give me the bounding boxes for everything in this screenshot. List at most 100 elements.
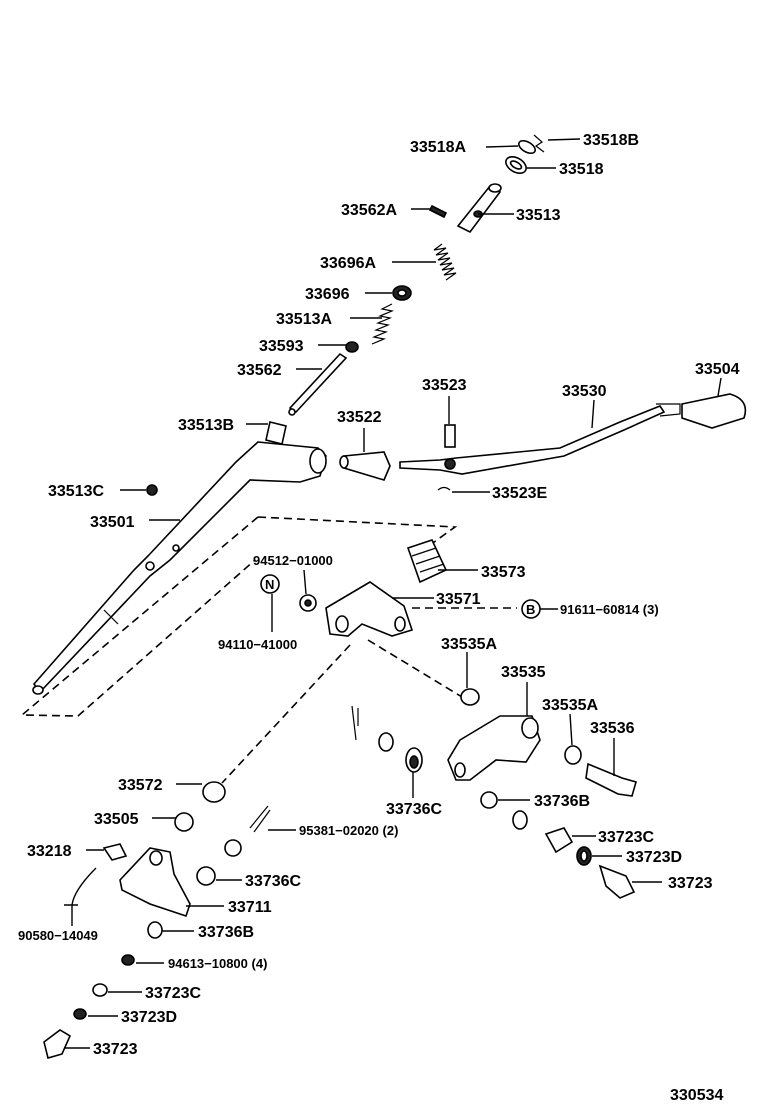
label-33535a-top: 33535A — [441, 636, 497, 653]
label-33711: 33711 — [228, 899, 272, 916]
ring-33518 — [505, 156, 527, 174]
assembly-boundary-dashed — [19, 516, 458, 717]
spring-33723d-left — [73, 1008, 87, 1020]
pin-33523 — [444, 424, 456, 448]
washer-33736c-left — [196, 866, 216, 886]
label-33535: 33535 — [501, 664, 546, 681]
bolt-33536 — [585, 762, 637, 797]
label-94613-10800: 94613−10800 (4) — [168, 956, 267, 971]
label-33696: 33696 — [305, 286, 350, 303]
label-33573: 33573 — [481, 564, 526, 581]
label-33513: 33513 — [516, 207, 561, 224]
label-33562: 33562 — [237, 362, 282, 379]
label-33513a: 33513A — [276, 311, 332, 328]
bushing-33505 — [174, 812, 194, 832]
label-33736c-mid: 33736C — [386, 801, 442, 818]
spring-33723d-right — [576, 846, 592, 866]
ring-33518a — [518, 139, 536, 155]
label-33518a: 33518A — [410, 139, 466, 156]
sleeve-33513 — [456, 183, 502, 234]
label-33696a: 33696A — [320, 255, 376, 272]
label-33736c-left: 33736C — [245, 873, 301, 890]
pin-33562a — [428, 204, 448, 219]
label-33562a: 33562A — [341, 202, 397, 219]
label-91611-60814: 91611−60814 (3) — [560, 602, 659, 617]
label-94512-01000: 94512−01000 — [253, 553, 333, 568]
label-33723d-left: 33723D — [121, 1009, 177, 1026]
label-90580-14049: 90580−14049 — [18, 928, 98, 943]
b-mark-letter: B — [526, 602, 535, 617]
label-33513c: 33513C — [48, 483, 104, 500]
label-33501: 33501 — [90, 514, 135, 531]
callout-labels: 33518A 33518B 33518 33562A 33513 33696A … — [18, 132, 740, 1058]
label-33535a-right: 33535A — [542, 697, 598, 714]
bushing-33696 — [392, 285, 412, 301]
label-33723c-right: 33723C — [598, 829, 654, 846]
n-mark-94110: N — [260, 574, 280, 594]
shift-knob-33504 — [681, 393, 747, 429]
label-33523e: 33523E — [492, 485, 547, 502]
bushing-33535a-right — [564, 745, 582, 765]
shift-rod-33530 — [399, 403, 681, 475]
label-33723-left: 33723 — [93, 1041, 138, 1058]
ring-33593 — [345, 341, 359, 353]
spring-washer-33736c-upper — [224, 839, 242, 857]
label-33522: 33522 — [337, 409, 382, 426]
label-33523: 33523 — [422, 377, 467, 394]
bushing-33522 — [339, 451, 391, 481]
label-33736b-left: 33736B — [198, 924, 254, 941]
label-33736b-mid: 33736B — [534, 793, 590, 810]
label-33518: 33518 — [559, 161, 604, 178]
rod-33562 — [288, 352, 348, 416]
pivot-dashed-line-left — [221, 644, 351, 784]
label-33536: 33536 — [590, 720, 635, 737]
n-mark-letter: N — [265, 577, 274, 592]
spring-33513a — [371, 303, 395, 345]
nut-94512 — [299, 594, 317, 612]
label-33518b: 33518B — [583, 132, 639, 149]
b-mark-91611: B — [521, 599, 541, 619]
bracket-33571 — [325, 581, 414, 637]
label-95381-02020: 95381−02020 (2) — [299, 823, 398, 838]
leader-lines — [64, 138, 722, 1049]
bolt-33723-right — [598, 864, 636, 899]
label-33504: 33504 — [695, 361, 740, 378]
bushing-33572 — [202, 781, 226, 803]
collar-33723c-right — [544, 827, 574, 854]
label-33530: 33530 — [562, 383, 607, 400]
washer-33736b-mid-2 — [512, 810, 528, 830]
washer-33736c-mid-a — [378, 732, 394, 752]
bushing-33218 — [102, 843, 128, 861]
boot-33573 — [406, 539, 448, 584]
washer-33736b-left — [147, 921, 163, 939]
clip-33518b — [533, 134, 545, 153]
shift-lever-33501 — [32, 441, 327, 695]
label-33572: 33572 — [118, 777, 163, 794]
select-lever-33535 — [447, 715, 541, 781]
bushing-33535a-top — [460, 688, 480, 706]
washer-33736b-mid — [480, 791, 498, 809]
cotter-pin-95381 — [249, 705, 359, 833]
diagram-number: 330534 — [670, 1087, 723, 1104]
bolt-33513c — [146, 484, 158, 496]
label-33218: 33218 — [27, 843, 72, 860]
collar-33723c-left — [92, 983, 108, 997]
spring-94613 — [121, 954, 135, 966]
label-94110-41000: 94110−41000 — [218, 637, 297, 652]
label-33723d-right: 33723D — [626, 849, 682, 866]
bushing-33736c-mid — [405, 747, 423, 773]
bolt-33723-left — [43, 1029, 72, 1059]
label-33723c-left: 33723C — [145, 985, 201, 1002]
pivot-dashed-line-right — [367, 639, 463, 698]
label-33505: 33505 — [94, 811, 139, 828]
lever-33711 — [119, 847, 191, 918]
cap-33513b — [265, 421, 287, 445]
label-33593: 33593 — [259, 338, 304, 355]
label-33723-right: 33723 — [668, 875, 713, 892]
clip-33523e — [437, 486, 451, 491]
label-33571: 33571 — [436, 591, 481, 608]
label-33513b: 33513B — [178, 417, 234, 434]
spring-33696a — [433, 243, 457, 281]
